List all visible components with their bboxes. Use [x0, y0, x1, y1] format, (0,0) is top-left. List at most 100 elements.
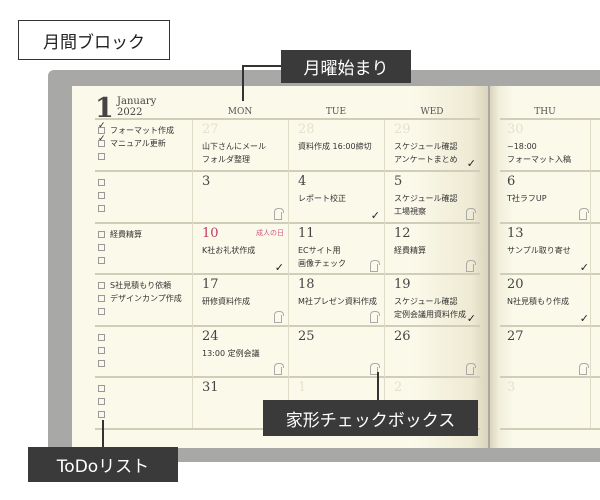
column-divider: [192, 120, 193, 428]
house-checkbox-icon[interactable]: [579, 363, 589, 375]
left-page: [72, 86, 488, 448]
checkbox[interactable]: [98, 347, 105, 354]
house-checkbox-icon[interactable]: [466, 260, 476, 272]
house-checkbox-checked-icon[interactable]: ✓: [579, 261, 589, 274]
day-cell[interactable]: 3: [192, 172, 288, 224]
checkbox[interactable]: [98, 179, 105, 186]
day-cell[interactable]: 3: [497, 378, 593, 430]
right-page: [490, 86, 600, 448]
house-checkbox-checked-icon[interactable]: ✓: [274, 261, 284, 274]
house-checkbox-icon[interactable]: [274, 363, 284, 375]
todo-text: デザインカンプ作成: [110, 294, 182, 303]
checkbox[interactable]: [98, 257, 105, 264]
checkbox[interactable]: [98, 334, 105, 341]
checkbox[interactable]: [98, 398, 105, 405]
day-note: スケジュール確認工場視察: [394, 192, 457, 218]
todo-item[interactable]: [98, 150, 174, 163]
house-checkbox-icon[interactable]: [370, 260, 380, 272]
day-cell[interactable]: 1: [288, 378, 384, 430]
day-cell[interactable]: 25: [288, 327, 384, 379]
checkbox[interactable]: [98, 411, 105, 418]
day-number: 24: [202, 329, 219, 344]
todo-group: S社見積もり依頼デザインカンプ作成: [98, 279, 182, 318]
todo-item[interactable]: [98, 357, 110, 370]
house-checkbox-icon[interactable]: [274, 311, 284, 323]
day-note: 13:00 定例会議: [202, 347, 260, 360]
row-divider: [500, 170, 600, 172]
house-checkbox-icon[interactable]: [579, 208, 589, 220]
day-number: 13: [507, 226, 524, 241]
checkbox[interactable]: [98, 385, 105, 392]
checkbox[interactable]: [98, 295, 105, 302]
day-note: スケジュール確認定例会議用資料作成: [394, 295, 466, 321]
house-checkbox-checked-icon[interactable]: ✓: [466, 312, 476, 325]
house-checkbox-icon[interactable]: [370, 311, 380, 323]
checkbox[interactable]: [98, 134, 106, 147]
todo-item[interactable]: S社見積もり依頼: [98, 279, 182, 292]
house-checkbox-icon[interactable]: [370, 363, 380, 375]
row-divider: [500, 273, 600, 275]
day-cell[interactable]: 24 13:00 定例会議: [192, 327, 288, 379]
todo-item[interactable]: マニュアル更新: [98, 134, 174, 150]
day-cell[interactable]: 26: [384, 327, 480, 379]
note-line: スケジュール確認: [394, 297, 458, 306]
house-checkbox-checked-icon[interactable]: ✓: [579, 312, 589, 325]
todo-item[interactable]: [98, 254, 142, 267]
todo-item[interactable]: [98, 305, 182, 318]
checkbox[interactable]: [98, 308, 105, 315]
note-line: ECサイト用: [298, 246, 341, 255]
day-cell[interactable]: 31: [192, 378, 288, 430]
house-checkbox-icon[interactable]: [274, 208, 284, 220]
holiday-label: 成人の日: [256, 229, 284, 237]
day-cell[interactable]: 2: [384, 378, 480, 430]
todo-item[interactable]: 経費精算: [98, 228, 142, 241]
day-note: K社お礼状作成: [202, 244, 255, 257]
todo-item[interactable]: フォーマット作成: [98, 121, 174, 137]
checkbox[interactable]: [98, 153, 105, 160]
checkbox[interactable]: [98, 205, 105, 212]
checkbox[interactable]: [98, 121, 106, 134]
todo-item[interactable]: [98, 202, 110, 215]
note-line: T社ラフUP: [507, 194, 547, 203]
callout-line: [102, 420, 104, 448]
day-cell[interactable]: 27: [497, 327, 593, 379]
todo-group: 経費精算: [98, 228, 142, 267]
todo-item[interactable]: [98, 382, 110, 395]
house-checkbox-checked-icon[interactable]: ✓: [466, 157, 476, 170]
todo-item[interactable]: [98, 189, 110, 202]
checkbox[interactable]: [98, 282, 105, 289]
todo-item[interactable]: [98, 408, 110, 421]
month-number: 1: [95, 93, 114, 124]
house-checkbox-icon[interactable]: [466, 208, 476, 220]
house-checkbox-icon[interactable]: [466, 363, 476, 375]
todo-item[interactable]: [98, 344, 110, 357]
todo-item[interactable]: [98, 241, 142, 254]
todo-item[interactable]: [98, 331, 110, 344]
checkbox[interactable]: [98, 360, 105, 367]
checkbox[interactable]: [98, 192, 105, 199]
todo-item[interactable]: デザインカンプ作成: [98, 292, 182, 305]
house-checkbox-checked-icon[interactable]: ✓: [370, 209, 380, 222]
todo-item[interactable]: [98, 395, 110, 408]
day-note: 資料作成 16:00締切: [298, 140, 372, 153]
todo-item[interactable]: [98, 176, 110, 189]
note-line: 山下さんにメール: [202, 142, 266, 151]
checkbox[interactable]: [98, 231, 105, 238]
checkbox[interactable]: [98, 244, 105, 251]
